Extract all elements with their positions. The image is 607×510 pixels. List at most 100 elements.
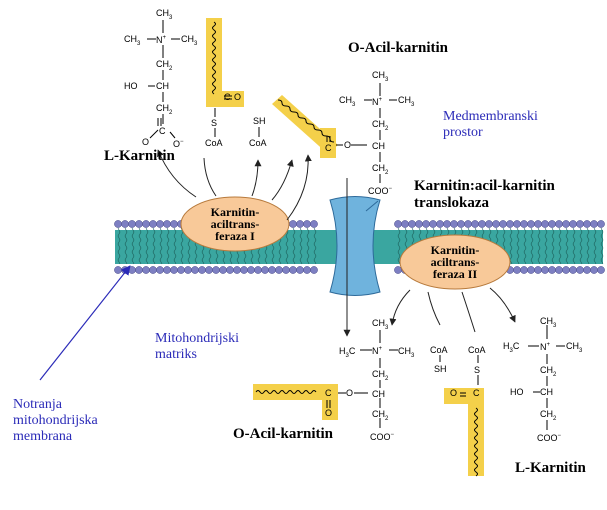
lipid-tail [124,227,128,265]
lipid-head [289,266,297,274]
l-carnitine-left-label: L-Karnitin [104,148,175,164]
oacyl2-ch: CH [372,389,385,399]
lipid-head [170,266,178,274]
lipid-head [233,266,241,274]
lipid-tail [166,227,170,265]
lipid-head [464,220,472,228]
cpt2-line-2: aciltrans- [430,255,480,269]
lipid-tail [145,227,149,265]
carnitine2-ch3: CH3 [566,341,583,354]
lipid-head [212,266,220,274]
carnitine-o: O [142,137,150,147]
lipid-head [583,266,591,274]
oacyl2-o: O [325,408,333,418]
lipid-tail [565,227,569,265]
lipid-tail [537,227,541,265]
lipid-head [513,220,521,228]
lipid-head [261,266,269,274]
acyl2-s: S [474,365,481,375]
lipid-head [415,220,423,228]
cpt1-line-3: feraza I [215,229,255,243]
lipid-head [163,220,171,228]
lipid-tail [600,227,604,265]
lipid-head [198,266,206,274]
carnitine-n: N+ [156,35,167,45]
lipid-head [254,266,262,274]
lipid-head [268,266,276,274]
lipid-head [422,220,430,228]
lipid-head [184,266,192,274]
lipid-head [289,220,297,228]
o-acyl-carnitine-bottom-label: O-Acil-karnitin [233,426,333,442]
lipid-head [548,220,556,228]
lipid-head [450,220,458,228]
o-acyl-carnitine-top-label: O-Acil-karnitin [348,40,448,56]
lipid-tail [173,227,177,265]
lipid-head [156,220,164,228]
lipid-head [282,266,290,274]
lipid-head [121,220,129,228]
lipid-head [436,220,444,228]
cpt1-line-2: aciltrans- [210,217,260,231]
lipid-tail [516,227,520,265]
lipid-head [275,266,283,274]
reaction-arrows [157,149,516,337]
carnitine2-ch: CH [540,387,553,397]
carnitine-ch: CH [156,81,169,91]
l-carnitine-right-label: L-Karnitin [515,460,586,476]
lipid-head [429,220,437,228]
acyl-coa: CoA [205,138,223,148]
lipid-head [562,220,570,228]
lipid-tail [579,227,583,265]
cpt1-label: Karnitin- aciltrans- feraza I [193,206,277,242]
intermembrane-line-1: Medmembranski [443,109,538,124]
lipid-head [583,220,591,228]
oacyl-c: C [325,143,332,153]
coa2-label: CoA [430,345,448,355]
lipid-tail [586,227,590,265]
lipid-tail [530,227,534,265]
inner-membrane-line-1: Notranja [13,397,62,412]
chemical-bonds [147,20,565,430]
coa2-sh: SH [434,364,447,374]
lipid-head [562,266,570,274]
carnitine2-coo: COO− [537,433,562,443]
lipid-head [541,266,549,274]
lipid-head [303,266,311,274]
lipid-head [534,220,542,228]
lipid-tail [509,227,513,265]
acyl-s: S [211,118,218,128]
cpt2-enzyme [399,234,511,290]
lipid-head [499,220,507,228]
lipid-head [520,220,528,228]
lipid-head [149,266,157,274]
lipid-head [541,220,549,228]
lipid-head [401,220,409,228]
lipid-tail [117,227,121,265]
acyl2-o: O [450,388,458,398]
lipid-head [163,266,171,274]
oacyl2-c: C [325,388,332,398]
lipid-head [569,266,577,274]
carnitine-ho: HO [124,81,138,91]
oacyl2-n: N+ [372,346,383,356]
acyl-c: C [224,92,231,102]
lipid-tail [544,227,548,265]
lipid-head [114,220,122,228]
oacyl2-ch2: CH2 [372,409,389,422]
lipid-head [135,220,143,228]
lipid-tail [313,227,317,265]
lipid-tail [292,227,296,265]
lipid-head [527,266,535,274]
lipid-head [590,220,598,228]
carnitine2-ch3: CH3 [540,316,557,329]
carnitine-ch2: CH2 [156,103,173,116]
lipid-head [597,266,605,274]
lipid-head [471,220,479,228]
lipid-head [142,266,150,274]
lipid-head [513,266,521,274]
coa-label: CoA [249,138,267,148]
lipid-head [569,220,577,228]
lipid-head [296,220,304,228]
